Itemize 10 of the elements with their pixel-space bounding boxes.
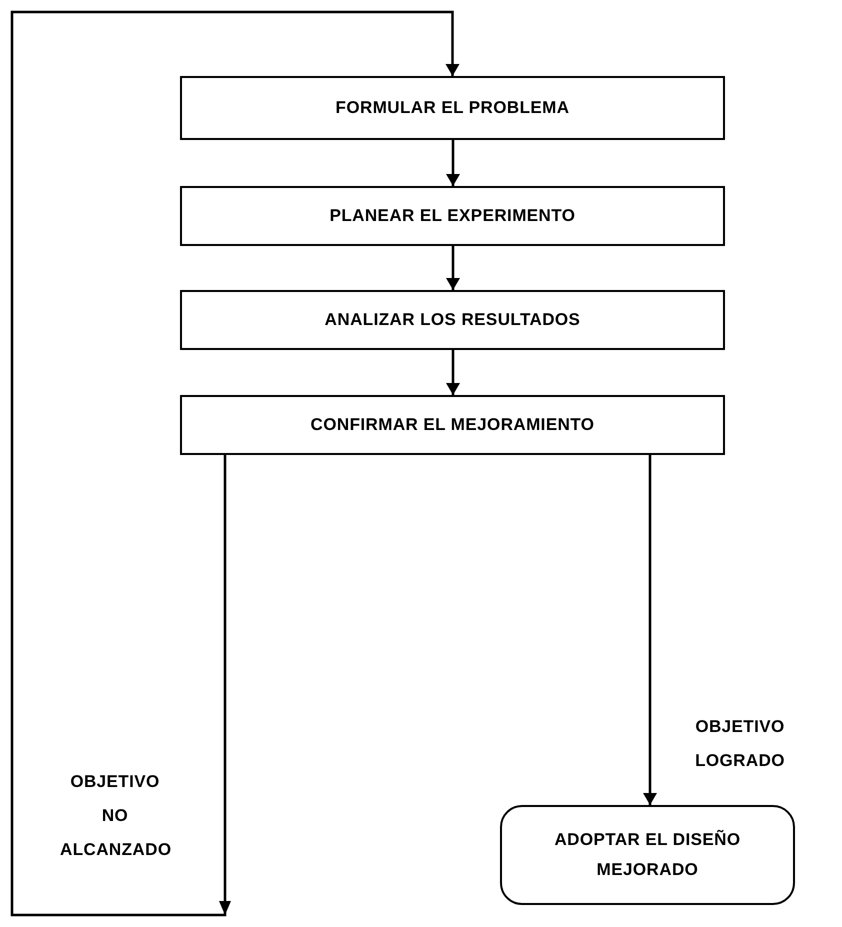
arrow: [447, 140, 459, 186]
process-box: PLANEAR EL EXPERIMENTO: [180, 186, 725, 246]
arrow: [447, 246, 459, 290]
process-box: CONFIRMAR EL MEJORAMIENTO: [180, 395, 725, 455]
process-box: FORMULAR EL PROBLEMA: [180, 76, 725, 140]
arrow: [447, 350, 459, 395]
process-box: ANALIZAR LOS RESULTADOS: [180, 290, 725, 350]
arrow: [10, 10, 458, 916]
terminal-box: ADOPTAR EL DISEÑO MEJORADO: [500, 805, 795, 905]
arrow: [644, 455, 656, 805]
